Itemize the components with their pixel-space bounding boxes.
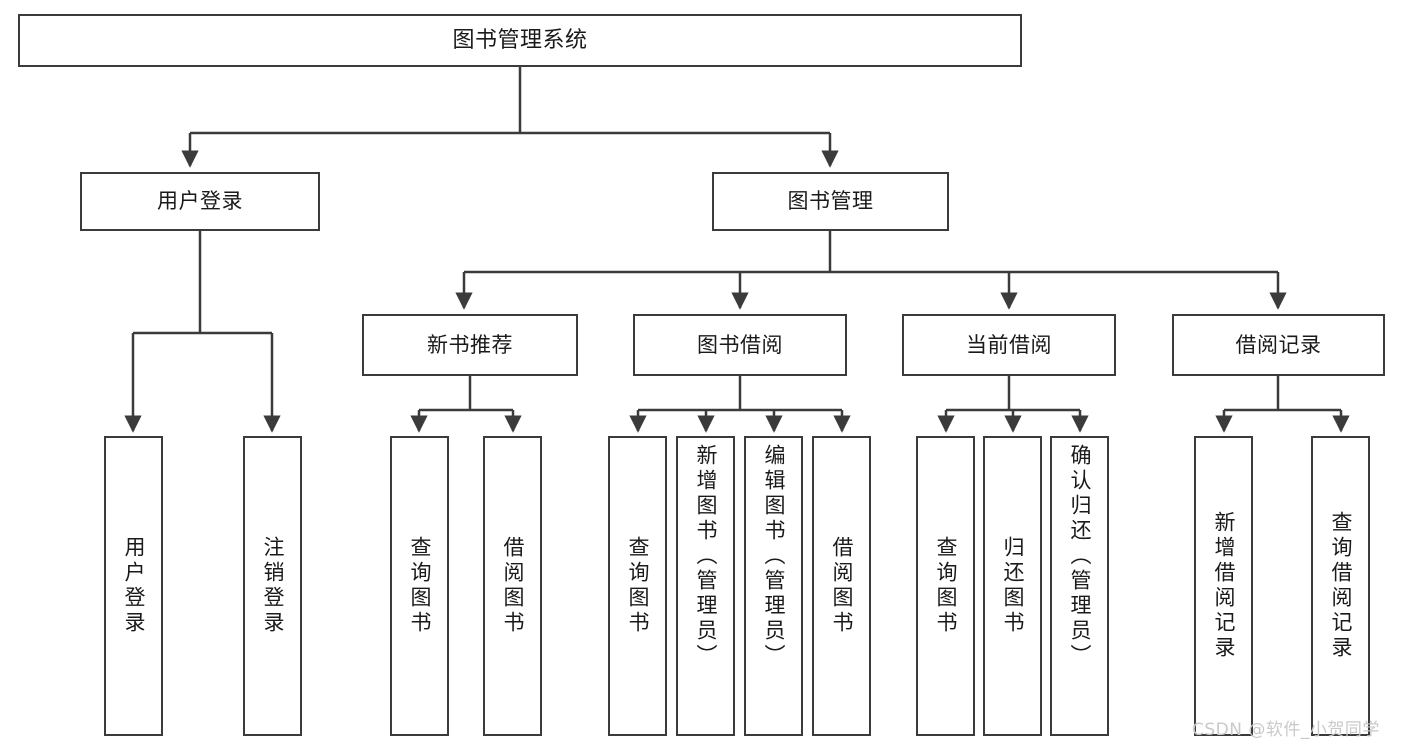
node-label: 归还图书 <box>1001 536 1025 636</box>
node-book-borrow[interactable]: 图书借阅 <box>633 314 847 376</box>
node-label: 确认归还（管理员） <box>1068 444 1092 669</box>
leaf-borrow-book-recommend[interactable]: 借阅图书 <box>483 436 542 736</box>
csdn-watermark: CSDN @软件_小贺同学 <box>1192 720 1380 740</box>
node-borrow-record[interactable]: 借阅记录 <box>1172 314 1385 376</box>
node-label: 用户登录 <box>122 536 146 636</box>
leaf-query-book-borrow[interactable]: 查询图书 <box>608 436 667 736</box>
node-label: 借阅图书 <box>501 536 525 636</box>
node-user-login[interactable]: 用户登录 <box>80 172 320 231</box>
leaf-add-book-admin[interactable]: 新增图书（管理员） <box>676 436 735 736</box>
node-label: 新书推荐 <box>427 332 513 357</box>
leaf-user-login[interactable]: 用户登录 <box>104 436 163 736</box>
node-label: 查询图书 <box>408 536 432 636</box>
node-label: 新增图书（管理员） <box>694 444 718 669</box>
node-book-management[interactable]: 图书管理 <box>712 172 949 231</box>
node-label: 图书管理系统 <box>452 27 588 53</box>
node-label: 查询借阅记录 <box>1329 511 1353 661</box>
node-label: 图书管理 <box>787 189 874 214</box>
node-label: 用户登录 <box>157 189 243 214</box>
leaf-borrow-book[interactable]: 借阅图书 <box>812 436 871 736</box>
node-new-book-recommend[interactable]: 新书推荐 <box>362 314 578 376</box>
leaf-logout[interactable]: 注销登录 <box>243 436 302 736</box>
node-label: 注销登录 <box>261 536 285 636</box>
leaf-edit-book-admin[interactable]: 编辑图书（管理员） <box>744 436 803 736</box>
node-label: 当前借阅 <box>966 332 1052 357</box>
leaf-return-book[interactable]: 归还图书 <box>983 436 1042 736</box>
node-label: 编辑图书（管理员） <box>762 444 786 669</box>
node-label: 新增借阅记录 <box>1212 511 1236 661</box>
node-root-system[interactable]: 图书管理系统 <box>18 14 1022 67</box>
node-label: 借阅图书 <box>830 536 854 636</box>
node-current-borrow[interactable]: 当前借阅 <box>902 314 1116 376</box>
node-label: 图书借阅 <box>697 332 783 357</box>
node-label: 查询图书 <box>626 536 650 636</box>
leaf-query-book-recommend[interactable]: 查询图书 <box>390 436 449 736</box>
node-label: 借阅记录 <box>1235 332 1322 357</box>
leaf-confirm-return-admin[interactable]: 确认归还（管理员） <box>1050 436 1109 736</box>
leaf-add-borrow-record[interactable]: 新增借阅记录 <box>1194 436 1253 736</box>
node-label: 查询图书 <box>934 536 958 636</box>
leaf-query-borrow-record[interactable]: 查询借阅记录 <box>1311 436 1370 736</box>
leaf-query-book-current[interactable]: 查询图书 <box>916 436 975 736</box>
